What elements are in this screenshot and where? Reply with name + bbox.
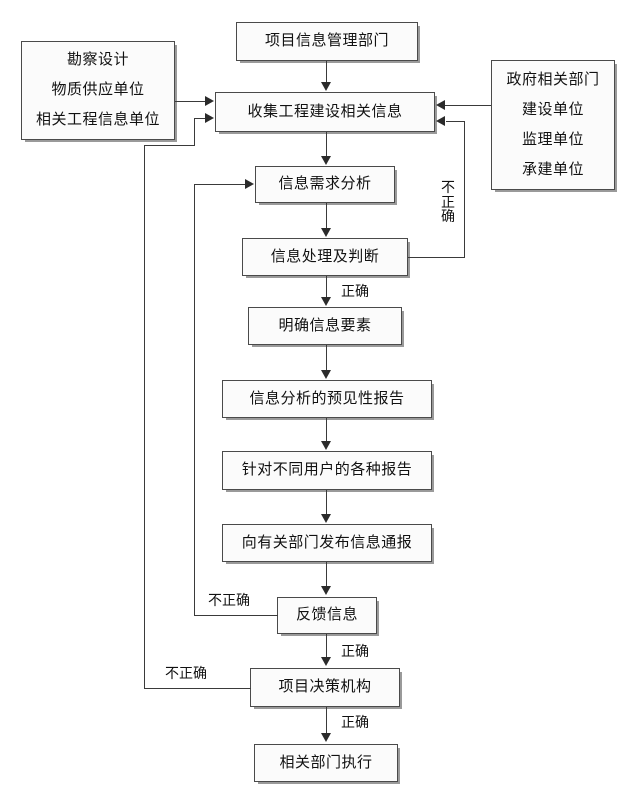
edge-label-decision-incorrect: 不正确 bbox=[165, 667, 207, 682]
node-label: 相关部门执行 bbox=[279, 754, 373, 771]
arrowhead-down-bulletin bbox=[321, 514, 331, 523]
edge-collect-to-demand bbox=[326, 132, 327, 157]
node-dept-execute[interactable]: 相关部门执行 bbox=[254, 744, 398, 782]
node-label: 项目决策机构 bbox=[278, 679, 372, 696]
edge-decision-incorrect-out bbox=[144, 688, 251, 689]
edge-feedback-to-decision bbox=[326, 634, 327, 657]
edge-label-feedback-incorrect: 不正确 bbox=[208, 594, 250, 609]
edge-right-sources-to-collect bbox=[445, 105, 491, 106]
node-label: 明确信息要素 bbox=[278, 317, 372, 334]
edge-judge-incorrect-out bbox=[408, 257, 465, 258]
edge-judge-incorrect-in bbox=[446, 121, 465, 122]
node-label: 信息需求分析 bbox=[278, 176, 372, 193]
node-label-line-1: 政府相关部门 bbox=[506, 71, 600, 88]
edge-user-reports-to-bulletin bbox=[326, 490, 327, 515]
arrowhead-right-collect-bottom bbox=[205, 113, 214, 123]
edge-feedback-incorrect-out bbox=[194, 615, 278, 616]
node-right-sources[interactable]: 政府相关部门 建设单位 监理单位 承建单位 bbox=[491, 60, 615, 190]
edge-decision-incorrect-in bbox=[144, 145, 195, 146]
edge-clarify-to-report bbox=[326, 345, 327, 371]
node-label: 信息处理及判断 bbox=[270, 248, 380, 265]
edge-label-judge-incorrect: 不正确 bbox=[441, 181, 455, 226]
node-label-line-3: 监理单位 bbox=[521, 131, 584, 148]
arrowhead-down-feedback bbox=[321, 586, 331, 595]
arrowhead-down-judge bbox=[321, 228, 331, 237]
edge-feedback-incorrect-in bbox=[194, 184, 245, 185]
node-user-reports[interactable]: 针对不同用户的各种报告 bbox=[222, 451, 432, 490]
node-label: 项目信息管理部门 bbox=[264, 33, 389, 50]
arrowhead-down-clarify bbox=[321, 297, 331, 306]
node-project-info-dept[interactable]: 项目信息管理部门 bbox=[236, 22, 418, 61]
arrowhead-left-collect-top bbox=[436, 100, 445, 110]
node-label: 信息分析的预见性报告 bbox=[249, 390, 405, 407]
node-label-line-2: 建设单位 bbox=[521, 101, 584, 118]
node-label-line-2: 物质供应单位 bbox=[51, 82, 145, 99]
arrowhead-down-user-reports bbox=[321, 441, 331, 450]
node-label: 收集工程建设相关信息 bbox=[247, 103, 403, 120]
arrowhead-right-collect-top bbox=[205, 96, 214, 106]
node-label-line-1: 勘察设计 bbox=[66, 52, 129, 69]
edge-decision-incorrect-riser bbox=[144, 145, 145, 689]
node-decision-body[interactable]: 项目决策机构 bbox=[250, 668, 400, 707]
edge-decision-to-execute bbox=[326, 707, 327, 734]
edge-feedback-incorrect-riser bbox=[194, 184, 195, 616]
node-demand-analysis[interactable]: 信息需求分析 bbox=[255, 166, 395, 203]
node-label: 向有关部门发布信息通报 bbox=[241, 534, 413, 551]
edge-label-decision-correct: 正确 bbox=[341, 716, 369, 731]
edge-decision-incorrect-riser-2 bbox=[194, 118, 195, 146]
edge-bulletin-to-feedback bbox=[326, 562, 327, 587]
node-collect-info[interactable]: 收集工程建设相关信息 bbox=[215, 92, 435, 132]
edge-demand-to-judge bbox=[326, 203, 327, 229]
arrowhead-down-decision bbox=[321, 657, 331, 666]
node-process-judge[interactable]: 信息处理及判断 bbox=[242, 238, 408, 276]
edge-label-judge-correct: 正确 bbox=[341, 285, 369, 300]
edge-judge-incorrect-riser bbox=[464, 121, 465, 258]
node-predictive-report[interactable]: 信息分析的预见性报告 bbox=[222, 380, 432, 418]
node-label-line-3: 相关工程信息单位 bbox=[35, 112, 160, 129]
arrowhead-down-execute bbox=[321, 733, 331, 742]
edge-decision-incorrect-in-2 bbox=[194, 118, 206, 119]
edge-project-dept-to-collect bbox=[326, 61, 327, 83]
edge-report-to-user-reports bbox=[326, 418, 327, 442]
node-feedback-info[interactable]: 反馈信息 bbox=[277, 597, 377, 634]
node-label: 针对不同用户的各种报告 bbox=[241, 462, 413, 479]
node-label-line-4: 承建单位 bbox=[521, 161, 584, 178]
node-label: 反馈信息 bbox=[295, 607, 358, 624]
node-left-sources[interactable]: 勘察设计 物质供应单位 相关工程信息单位 bbox=[21, 41, 175, 140]
node-publish-bulletin[interactable]: 向有关部门发布信息通报 bbox=[222, 524, 432, 562]
arrowhead-left-collect-bottom bbox=[436, 116, 445, 126]
arrowhead-right-demand bbox=[245, 179, 254, 189]
arrowhead-down-demand bbox=[321, 156, 331, 165]
edge-left-sources-to-collect bbox=[175, 101, 206, 102]
arrowhead-down-collect bbox=[321, 82, 331, 91]
edge-label-feedback-correct: 正确 bbox=[341, 645, 369, 660]
node-clarify-elements[interactable]: 明确信息要素 bbox=[248, 307, 402, 345]
edge-judge-to-clarify bbox=[326, 276, 327, 298]
arrowhead-down-report bbox=[321, 370, 331, 379]
